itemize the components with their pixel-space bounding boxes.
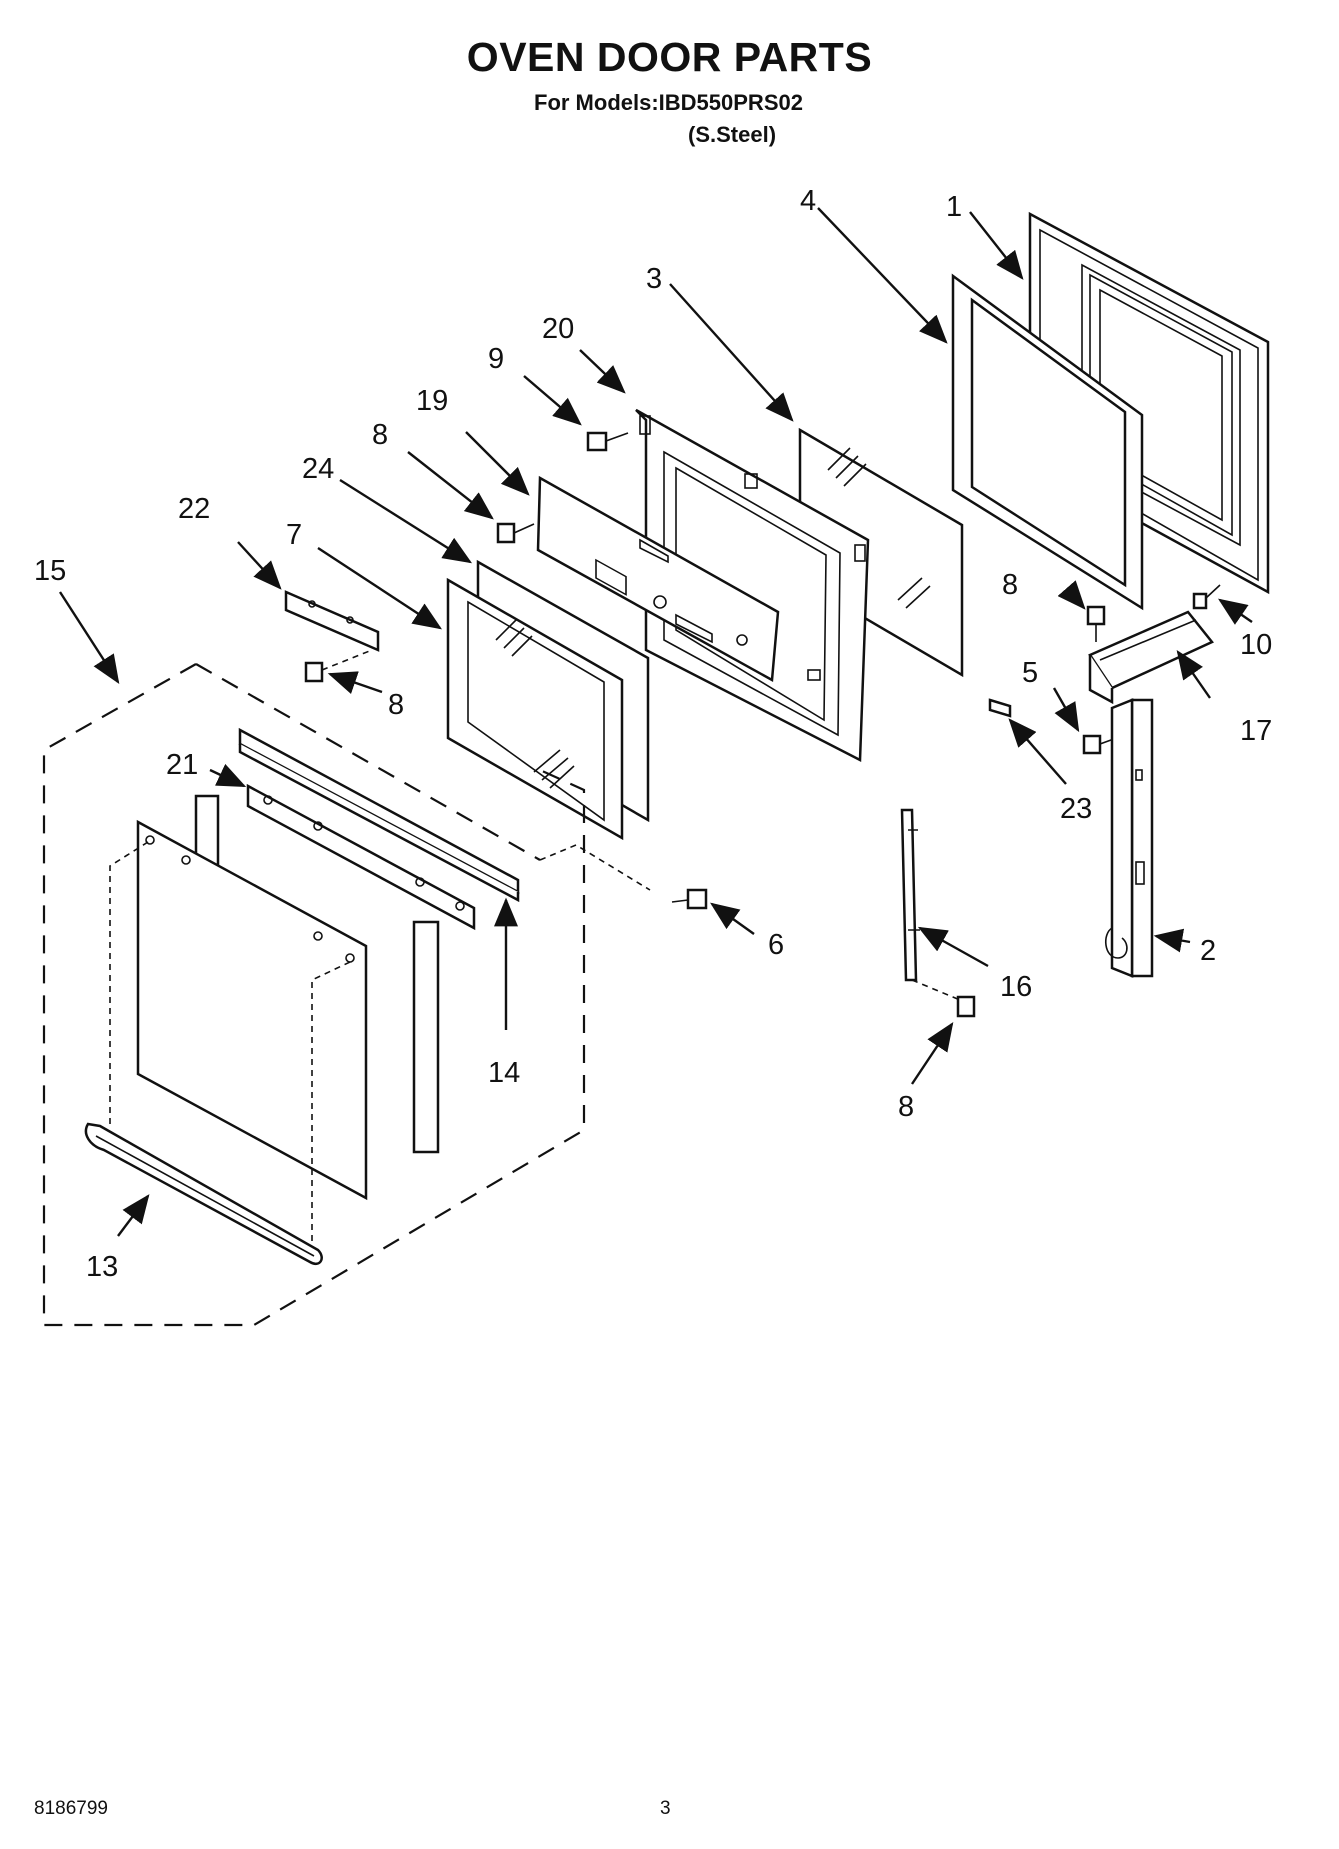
callout-14: 14 — [488, 1057, 520, 1089]
screw-part-10 — [1192, 584, 1221, 610]
part-7-inner-glass — [446, 577, 624, 841]
callout-19: 19 — [416, 385, 448, 417]
callout-21: 21 — [166, 749, 198, 781]
part-21-trim-strip — [246, 783, 476, 931]
screw-part-8-upper — [496, 522, 535, 544]
callout-8-upper: 8 — [372, 419, 388, 451]
part-22-bracket — [284, 590, 380, 652]
page-number: 3 — [660, 1798, 671, 1819]
screw-part-8-right — [1086, 605, 1106, 642]
part-14-rail — [238, 727, 520, 903]
screw-part-8-left — [304, 649, 373, 683]
part-2-hinge-channel — [1105, 698, 1154, 978]
part-15-door-assembly-outline — [42, 663, 651, 1327]
part-4-door-frame — [951, 273, 1144, 611]
callout-15: 15 — [34, 555, 66, 587]
front-glass-panel — [109, 819, 368, 1256]
document-number: 8186799 — [34, 1798, 108, 1819]
screw-part-8-bottom — [956, 995, 976, 1018]
callout-20: 20 — [542, 313, 574, 345]
screw-part-6 — [671, 888, 708, 910]
part-19-deflector-plate — [536, 475, 780, 683]
callout-5: 5 — [1022, 657, 1038, 689]
callout-13: 13 — [86, 1251, 118, 1283]
part-23-clip — [988, 698, 1012, 718]
callout-6: 6 — [768, 929, 784, 961]
callout-24: 24 — [302, 453, 334, 485]
callout-3: 3 — [646, 263, 662, 295]
part-17-hinge-bracket — [1088, 610, 1214, 705]
callout-2: 2 — [1200, 935, 1216, 967]
models-line: For Models:IBD550PRS02 — [534, 90, 803, 115]
callout-22: 22 — [178, 493, 210, 525]
callout-1: 1 — [946, 191, 962, 223]
callout-7: 7 — [286, 519, 302, 551]
callout-23: 23 — [1060, 793, 1092, 825]
leader-lines — [58, 207, 1253, 1237]
screw-part-9 — [586, 431, 629, 452]
callout-8-left: 8 — [388, 689, 404, 721]
callout-17: 17 — [1240, 715, 1272, 747]
callout-16: 16 — [1000, 971, 1032, 1003]
part-16-hinge-strip — [900, 808, 961, 1001]
callout-9: 9 — [488, 343, 504, 375]
callout-10: 10 — [1240, 629, 1272, 661]
insulation-strip-right — [412, 920, 440, 1154]
callout-8-right: 8 — [1002, 569, 1018, 601]
callout-4: 4 — [800, 185, 816, 217]
page-title: OVEN DOOR PARTS — [466, 34, 873, 80]
callout-8-bottom: 8 — [898, 1091, 914, 1123]
part-13-door-handle — [84, 1122, 323, 1266]
finish-line: (S.Steel) — [688, 122, 777, 147]
